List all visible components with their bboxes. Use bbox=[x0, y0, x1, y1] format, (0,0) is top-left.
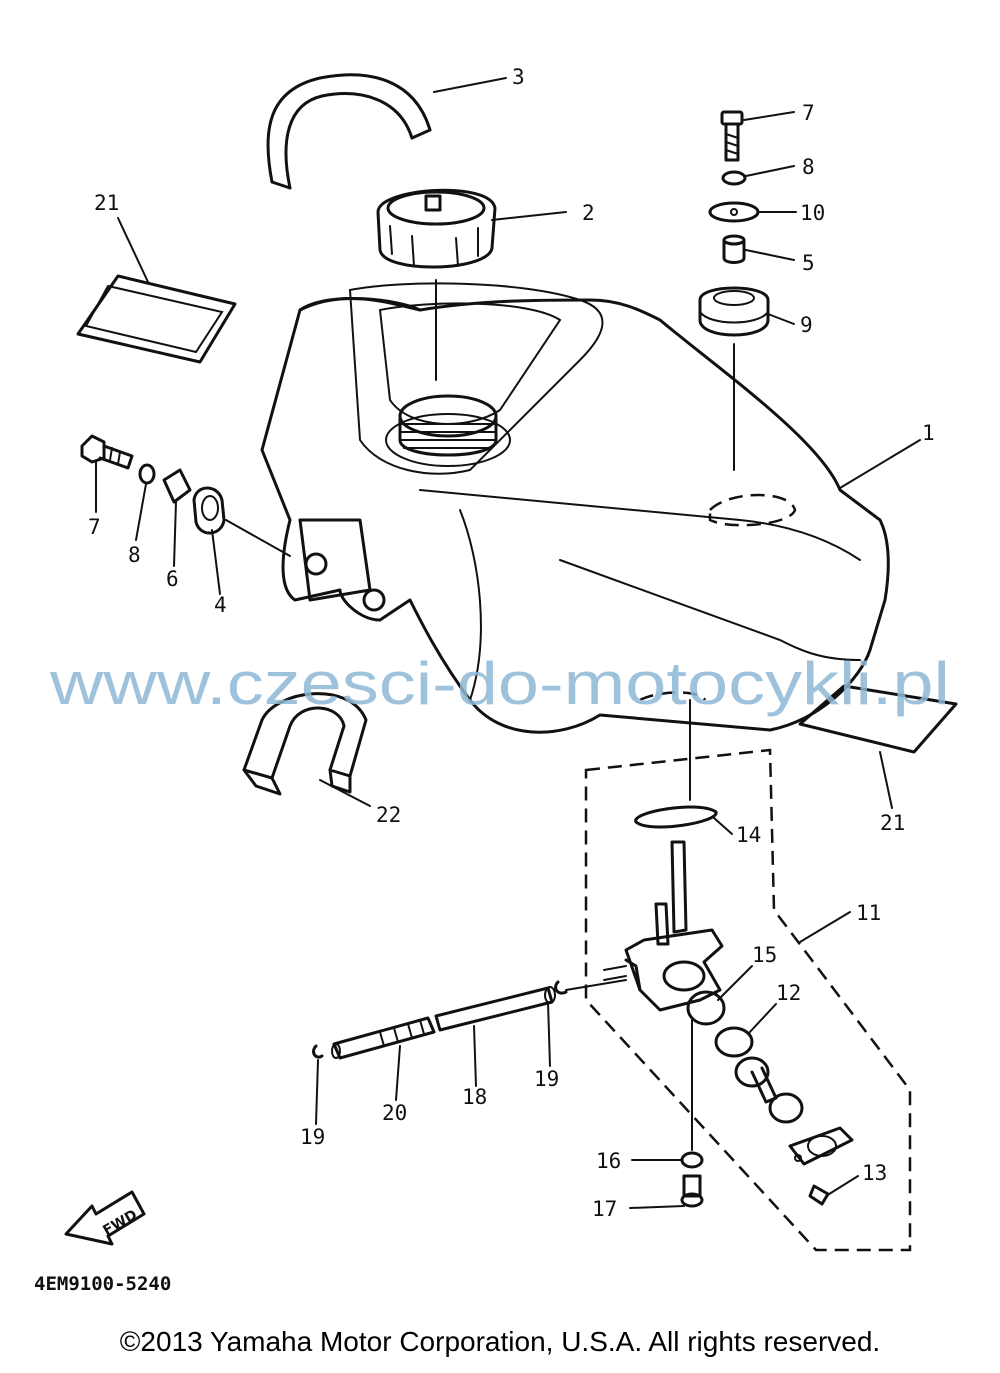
callout-18: 18 bbox=[462, 1085, 487, 1109]
callout-6: 6 bbox=[166, 567, 179, 591]
fuel-cock bbox=[603, 840, 724, 1012]
callout-7: 7 bbox=[802, 101, 815, 125]
callout-14: 14 bbox=[736, 823, 761, 847]
callout-17: 17 bbox=[592, 1197, 617, 1221]
callout-19: 19 bbox=[534, 1067, 559, 1091]
callout-8: 8 bbox=[128, 543, 141, 567]
callout-9: 9 bbox=[800, 313, 813, 337]
leader-lines bbox=[95, 77, 921, 1209]
filler-neck bbox=[385, 394, 511, 467]
decal-right bbox=[798, 684, 958, 754]
callout-11: 11 bbox=[856, 901, 881, 925]
diagram-code: 4EM9100-5240 bbox=[34, 1273, 171, 1295]
callout-16: 16 bbox=[596, 1149, 621, 1173]
copyright-notice: ©2013 Yamaha Motor Corporation, U.S.A. A… bbox=[119, 1326, 881, 1357]
callout-3: 3 bbox=[512, 65, 525, 89]
fuel-tank bbox=[260, 282, 890, 734]
fwd-arrow: FWD bbox=[64, 1190, 146, 1246]
callout-1: 1 bbox=[922, 421, 935, 445]
mount-hardware-left bbox=[80, 434, 291, 557]
callout-21: 21 bbox=[94, 191, 119, 215]
fwd-label: FWD bbox=[100, 1207, 140, 1239]
fuel-cock-assembly-outline bbox=[584, 748, 912, 1252]
callout-21: 21 bbox=[880, 811, 905, 835]
fuel-cock-gasket bbox=[634, 699, 718, 829]
callout-5: 5 bbox=[802, 251, 815, 275]
callout-13: 13 bbox=[862, 1161, 887, 1185]
callout-15: 15 bbox=[752, 943, 777, 967]
callout-10: 10 bbox=[800, 201, 825, 225]
mount-hardware-right bbox=[698, 110, 770, 471]
callout-numbers: 3 2 21 7 8 10 5 9 1 7 8 6 4 22 21 14 11 … bbox=[88, 65, 935, 1221]
callout-4: 4 bbox=[214, 593, 227, 617]
fuel-cock-fasteners bbox=[680, 1019, 830, 1208]
callout-8: 8 bbox=[802, 155, 815, 179]
callout-20: 20 bbox=[382, 1101, 407, 1125]
breather-hose bbox=[266, 73, 432, 190]
callout-12: 12 bbox=[776, 981, 801, 1005]
seat-pad bbox=[242, 692, 368, 796]
callout-22: 22 bbox=[376, 803, 401, 827]
callout-7: 7 bbox=[88, 515, 101, 539]
callout-19: 19 bbox=[300, 1125, 325, 1149]
fuel-line-parts bbox=[312, 979, 627, 1060]
fuel-cock-strainer bbox=[686, 990, 754, 1058]
fuel-cock-lever bbox=[734, 1056, 854, 1166]
decal-left bbox=[76, 274, 237, 364]
fuel-cap bbox=[376, 188, 497, 269]
callout-2: 2 bbox=[582, 201, 595, 225]
watermark-text: www.czesci-do-motocykli.pl bbox=[49, 650, 950, 717]
